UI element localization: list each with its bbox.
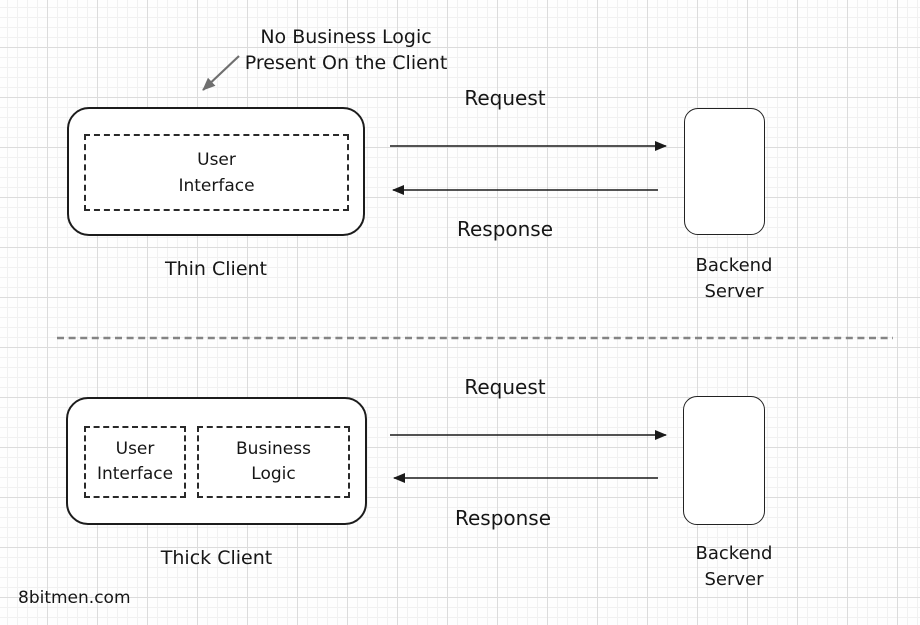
thick-client-label: Thick Client [160,547,273,569]
annotation-text: No Business Logic Present On the Client [244,26,448,74]
thin-client-label: Thin Client [164,258,267,280]
thin-response-label: Response [456,217,554,241]
thick-user-interface-box: User Interface [84,426,186,498]
thin-backend-server-label: Backend Server [695,255,773,302]
thick-request-label: Request [464,375,546,399]
thin-backend-server-box [684,108,765,235]
thick-business-logic-box: Business Logic [197,426,350,498]
watermark-text: 8bitmen.com [18,588,131,608]
thin-user-interface-box: User Interface [84,134,349,211]
thick-backend-server-label: Backend Server [695,543,773,590]
thick-response-label: Response [454,506,552,530]
thin-request-label: Request [464,86,546,110]
thick-backend-server-box [683,396,765,525]
